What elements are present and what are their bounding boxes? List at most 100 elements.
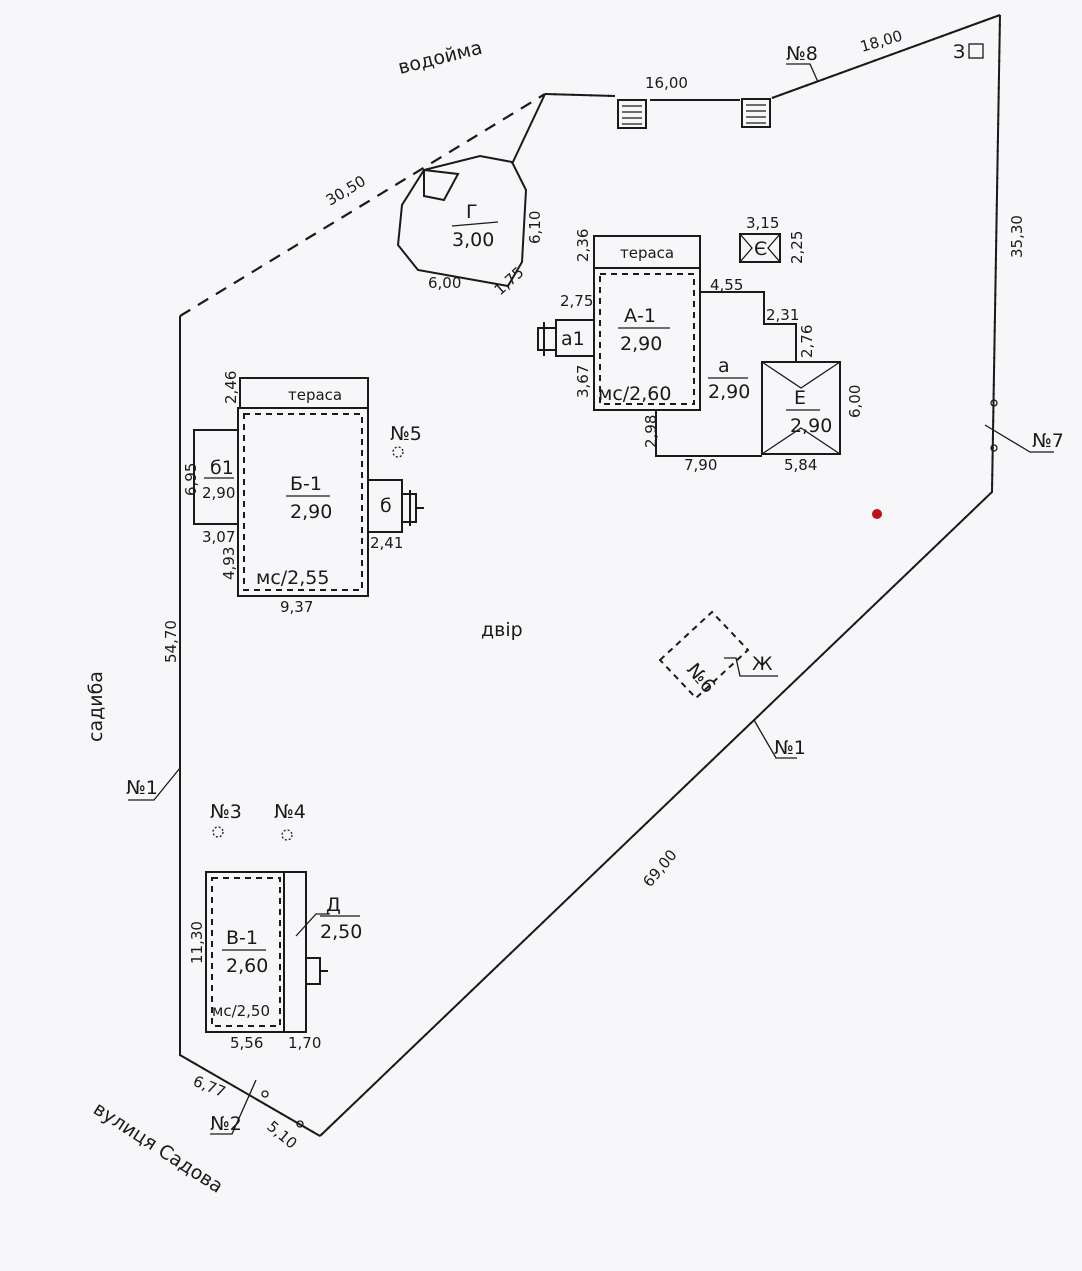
svg-text:№4: №4	[274, 801, 306, 823]
svg-text:2,31: 2,31	[766, 306, 799, 324]
building-e-outline	[761, 361, 841, 455]
gate-post-1	[261, 1090, 269, 1098]
svg-text:6,00: 6,00	[428, 274, 461, 292]
svg-text:3,15: 3,15	[746, 214, 779, 232]
svg-text:б1: б1	[210, 457, 234, 479]
svg-text:5,84: 5,84	[784, 456, 817, 474]
building-e: Е 2,90 6,00 5,84	[761, 361, 864, 474]
building-a1-porch	[537, 322, 557, 356]
building-ye: Є 3,15 2,25	[739, 214, 806, 264]
boundary-fence-north	[544, 14, 1001, 101]
post-7a	[990, 399, 998, 407]
point-1-right: №1	[753, 719, 806, 759]
svg-text:2,90: 2,90	[620, 333, 662, 355]
svg-text:2,50: 2,50	[320, 921, 362, 943]
svg-text:Е: Е	[794, 387, 806, 409]
building-g-annex	[423, 168, 460, 202]
svg-text:2,76: 2,76	[798, 325, 816, 358]
svg-text:№1: №1	[774, 737, 806, 759]
dim-35-30: 35,30	[1008, 215, 1026, 258]
svg-text:№1: №1	[126, 777, 158, 799]
building-g: Г 3,00 6,10 6,00 1,75	[396, 154, 544, 299]
svg-text:6,00: 6,00	[846, 385, 864, 418]
boundary-ticks-east	[319, 14, 1001, 1137]
building-b-ext-outline	[367, 479, 403, 533]
svg-text:мс/2,50: мс/2,50	[212, 1002, 270, 1020]
svg-text:тераса: тераса	[288, 386, 342, 404]
point-z: З	[953, 41, 984, 63]
point-3: №3	[210, 801, 242, 838]
svg-text:Ж: Ж	[752, 653, 773, 675]
boundary-dashed-northwest	[179, 93, 546, 317]
svg-text:2,46: 2,46	[222, 371, 240, 404]
svg-text:2,25: 2,25	[788, 231, 806, 264]
building-b1: тераса Б-1 2,90 мс/2,55 2,46 9,37 4,93	[220, 371, 369, 616]
svg-text:3,07: 3,07	[202, 528, 235, 546]
svg-text:3,67: 3,67	[574, 365, 592, 398]
svg-text:6,10: 6,10	[526, 211, 544, 244]
dim-6-77: 6,77	[191, 1072, 229, 1101]
building-ye-outline	[739, 233, 781, 263]
building-b-ext: б 2,41	[367, 479, 424, 552]
svg-text:а: а	[718, 355, 730, 377]
label-street: вулиця Садова	[89, 1098, 227, 1198]
svg-text:Б-1: Б-1	[290, 473, 322, 495]
label-sadyba: садиба	[85, 671, 107, 742]
building-d-outline	[283, 871, 307, 1033]
site-boundary	[179, 14, 1001, 1137]
inner-line-to-g	[511, 93, 546, 165]
svg-text:Д: Д	[326, 894, 341, 916]
svg-text:мс/2,60: мс/2,60	[598, 383, 672, 405]
svg-text:Є: Є	[754, 238, 767, 260]
svg-text:№3: №3	[210, 801, 242, 823]
building-d: Д 2,50	[283, 871, 362, 1033]
dim-16-00: 16,00	[645, 74, 688, 92]
svg-text:1,70: 1,70	[288, 1034, 321, 1052]
svg-text:11,30: 11,30	[188, 921, 206, 964]
well-5-icon	[392, 446, 404, 458]
point-1-left: №1	[126, 767, 181, 801]
svg-text:4,93: 4,93	[220, 547, 238, 580]
svg-text:7,90: 7,90	[684, 456, 717, 474]
gate-left	[617, 99, 647, 129]
svg-text:№8: №8	[786, 43, 818, 65]
svg-text:2,41: 2,41	[370, 534, 403, 552]
dim-30-50: 30,50	[323, 172, 369, 210]
svg-text:б: б	[380, 495, 392, 517]
point-5: №5	[390, 423, 422, 458]
well-6: №6 Ж	[658, 610, 778, 700]
svg-text:№7: №7	[1032, 430, 1064, 452]
well-3-icon	[212, 826, 224, 838]
building-a1: тераса А-1 2,90 мс/2,60 а1 2,36 2,75 3,6…	[537, 229, 701, 448]
svg-text:2,60: 2,60	[226, 955, 268, 977]
point-8: №8	[786, 43, 819, 83]
svg-text:№5: №5	[390, 423, 422, 445]
svg-text:З: З	[953, 41, 965, 63]
svg-text:9,37: 9,37	[280, 598, 313, 616]
dim-54-70: 54,70	[162, 620, 180, 663]
svg-text:В-1: В-1	[226, 927, 258, 949]
point-7: №7	[984, 424, 1064, 453]
building-g-outline	[396, 154, 528, 288]
red-dot-marker	[872, 509, 882, 519]
svg-text:а1: а1	[561, 328, 585, 350]
well-6-outline	[658, 610, 750, 700]
svg-text:2,98: 2,98	[642, 415, 660, 448]
boundary-ticks-west	[179, 316, 321, 1137]
building-b1-ext-outline	[193, 429, 239, 525]
svg-text:мс/2,55: мс/2,55	[256, 567, 330, 589]
svg-text:1,75: 1,75	[491, 263, 528, 299]
post-7b	[990, 444, 998, 452]
svg-text:4,55: 4,55	[710, 276, 743, 294]
svg-text:2,36: 2,36	[574, 229, 592, 262]
svg-text:6,95: 6,95	[182, 463, 200, 496]
svg-text:2,75: 2,75	[560, 292, 593, 310]
gate-right	[741, 98, 771, 128]
dim-69-00: 69,00	[639, 846, 680, 890]
svg-text:2,90: 2,90	[290, 501, 332, 523]
svg-text:5,56: 5,56	[230, 1034, 263, 1052]
svg-text:№2: №2	[210, 1113, 242, 1135]
building-v1: В-1 2,60 мс/2,50 11,30 5,56 1,70	[188, 871, 321, 1052]
boundary-ticks-north	[544, 14, 1001, 101]
